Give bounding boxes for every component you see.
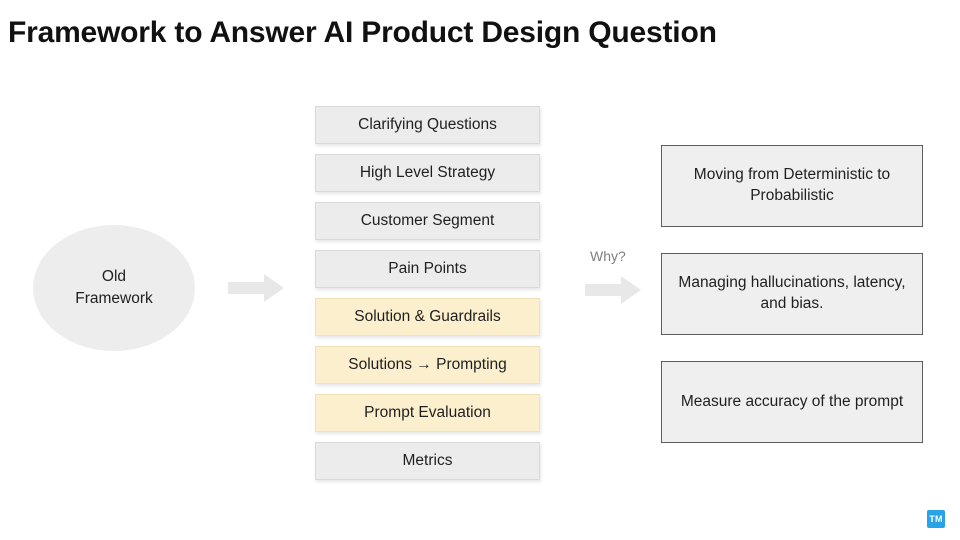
reason-box-hallucinations-latency-bias[interactable]: Managing hallucinations, latency, and bi… [661,253,923,335]
reason-box-measure-prompt-accuracy[interactable]: Measure accuracy of the prompt [661,361,923,443]
step-box-high-level-strategy[interactable]: High Level Strategy [315,154,540,192]
step-label: Pain Points [388,260,467,277]
step-label: Customer Segment [360,212,495,229]
reason-box-deterministic-to-probabilistic[interactable]: Moving from Deterministic to Probabilist… [661,145,923,227]
step-box-customer-segment[interactable]: Customer Segment [315,202,540,240]
old-framework-label: Old Framework [75,267,153,307]
step-box-clarifying-questions[interactable]: Clarifying Questions [315,106,540,144]
reason-label: Measure accuracy of the prompt [680,392,904,410]
framework-steps-list: Clarifying Questions High Level Strategy… [315,106,540,490]
step-box-solutions-prompting[interactable]: Solutions → Prompting [315,346,540,384]
step-label: Prompt Evaluation [364,404,491,421]
step-label: High Level Strategy [359,164,496,181]
step-label: Clarifying Questions [358,116,497,133]
reason-label: Managing hallucinations, latency, and bi… [678,274,906,312]
trademark-badge: TM [927,510,945,528]
step-box-metrics[interactable]: Metrics [315,442,540,480]
reasons-list: Moving from Deterministic to Probabilist… [661,145,923,469]
step-label: Solution & Guardrails [354,308,501,325]
reason-label: Moving from Deterministic to Probabilist… [693,166,891,204]
page-title: Framework to Answer AI Product Design Qu… [8,16,717,49]
arrow-steps-to-reasons [585,276,641,304]
step-box-pain-points[interactable]: Pain Points [315,250,540,288]
step-box-solution-guardrails[interactable]: Solution & Guardrails [315,298,540,336]
old-framework-node: Old Framework [33,225,195,351]
why-label: Why? [590,248,626,264]
arrow-old-framework-to-steps [228,274,284,302]
step-label: Solutions → Prompting [348,356,507,373]
step-box-prompt-evaluation[interactable]: Prompt Evaluation [315,394,540,432]
step-label: Metrics [402,452,453,469]
